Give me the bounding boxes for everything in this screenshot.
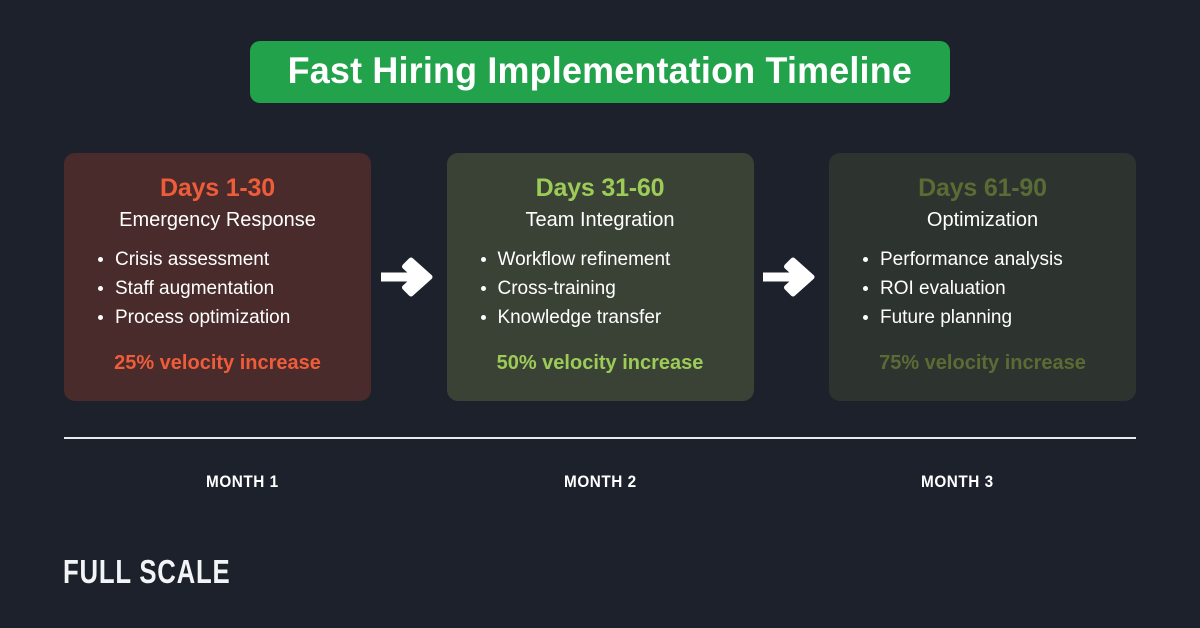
phase-bullet-list: Crisis assessment Staff augmentation Pro… bbox=[82, 245, 353, 351]
list-item: Staff augmentation bbox=[96, 274, 353, 303]
list-item: Crisis assessment bbox=[96, 245, 353, 274]
phase-label: Days 61-90 bbox=[918, 174, 1047, 202]
logo-text: FULL SCALE bbox=[63, 553, 231, 590]
phase-label: Days 1-30 bbox=[160, 174, 275, 202]
page-title: Fast Hiring Implementation Timeline bbox=[287, 50, 913, 91]
title-banner: Fast Hiring Implementation Timeline bbox=[250, 41, 950, 103]
arrow-connector-2 bbox=[754, 153, 830, 401]
list-item: ROI evaluation bbox=[861, 274, 1118, 303]
arrow-right-icon bbox=[380, 257, 433, 297]
brand-logo: FULL SCALE bbox=[63, 553, 278, 591]
list-item: Performance analysis bbox=[861, 245, 1118, 274]
list-item: Future planning bbox=[861, 303, 1118, 332]
phase-metric: 50% velocity increase bbox=[496, 352, 704, 374]
timeline-axis-rule bbox=[64, 437, 1136, 439]
phase-subtitle: Emergency Response bbox=[119, 209, 316, 231]
phase-card-2[interactable]: Days 31-60 Team Integration Workflow ref… bbox=[446, 153, 754, 401]
phase-subtitle: Team Integration bbox=[525, 209, 675, 231]
list-item: Workflow refinement bbox=[479, 245, 736, 274]
phase-cards-row: Days 1-30 Emergency Response Crisis asse… bbox=[64, 153, 1136, 401]
phase-card-3[interactable]: Days 61-90 Optimization Performance anal… bbox=[829, 153, 1136, 401]
month-label: MONTH 2 bbox=[563, 472, 637, 491]
phase-subtitle: Optimization bbox=[926, 209, 1039, 231]
phase-label: Days 31-60 bbox=[535, 174, 665, 202]
timeline-month-2: MONTH 2 bbox=[421, 472, 778, 492]
timeline-months-row: MONTH 1 MONTH 2 MONTH 3 bbox=[64, 472, 1136, 492]
arrow-connector-1 bbox=[371, 153, 447, 401]
title-banner-container: Fast Hiring Implementation Timeline bbox=[0, 41, 1200, 103]
phase-metric: 75% velocity increase bbox=[879, 352, 1086, 374]
list-item: Cross-training bbox=[479, 274, 736, 303]
phase-bullet-list: Performance analysis ROI evaluation Futu… bbox=[847, 245, 1118, 351]
arrow-right-icon bbox=[763, 257, 815, 297]
phase-card-1[interactable]: Days 1-30 Emergency Response Crisis asse… bbox=[64, 153, 371, 401]
month-label: MONTH 3 bbox=[921, 472, 994, 491]
list-item: Knowledge transfer bbox=[479, 303, 736, 332]
phase-bullet-list: Workflow refinement Cross-training Knowl… bbox=[465, 245, 736, 351]
timeline-month-3: MONTH 3 bbox=[779, 472, 1136, 492]
phase-metric: 25% velocity increase bbox=[114, 352, 321, 374]
list-item: Process optimization bbox=[96, 303, 353, 332]
timeline-month-1: MONTH 1 bbox=[64, 472, 421, 492]
month-label: MONTH 1 bbox=[206, 472, 279, 491]
